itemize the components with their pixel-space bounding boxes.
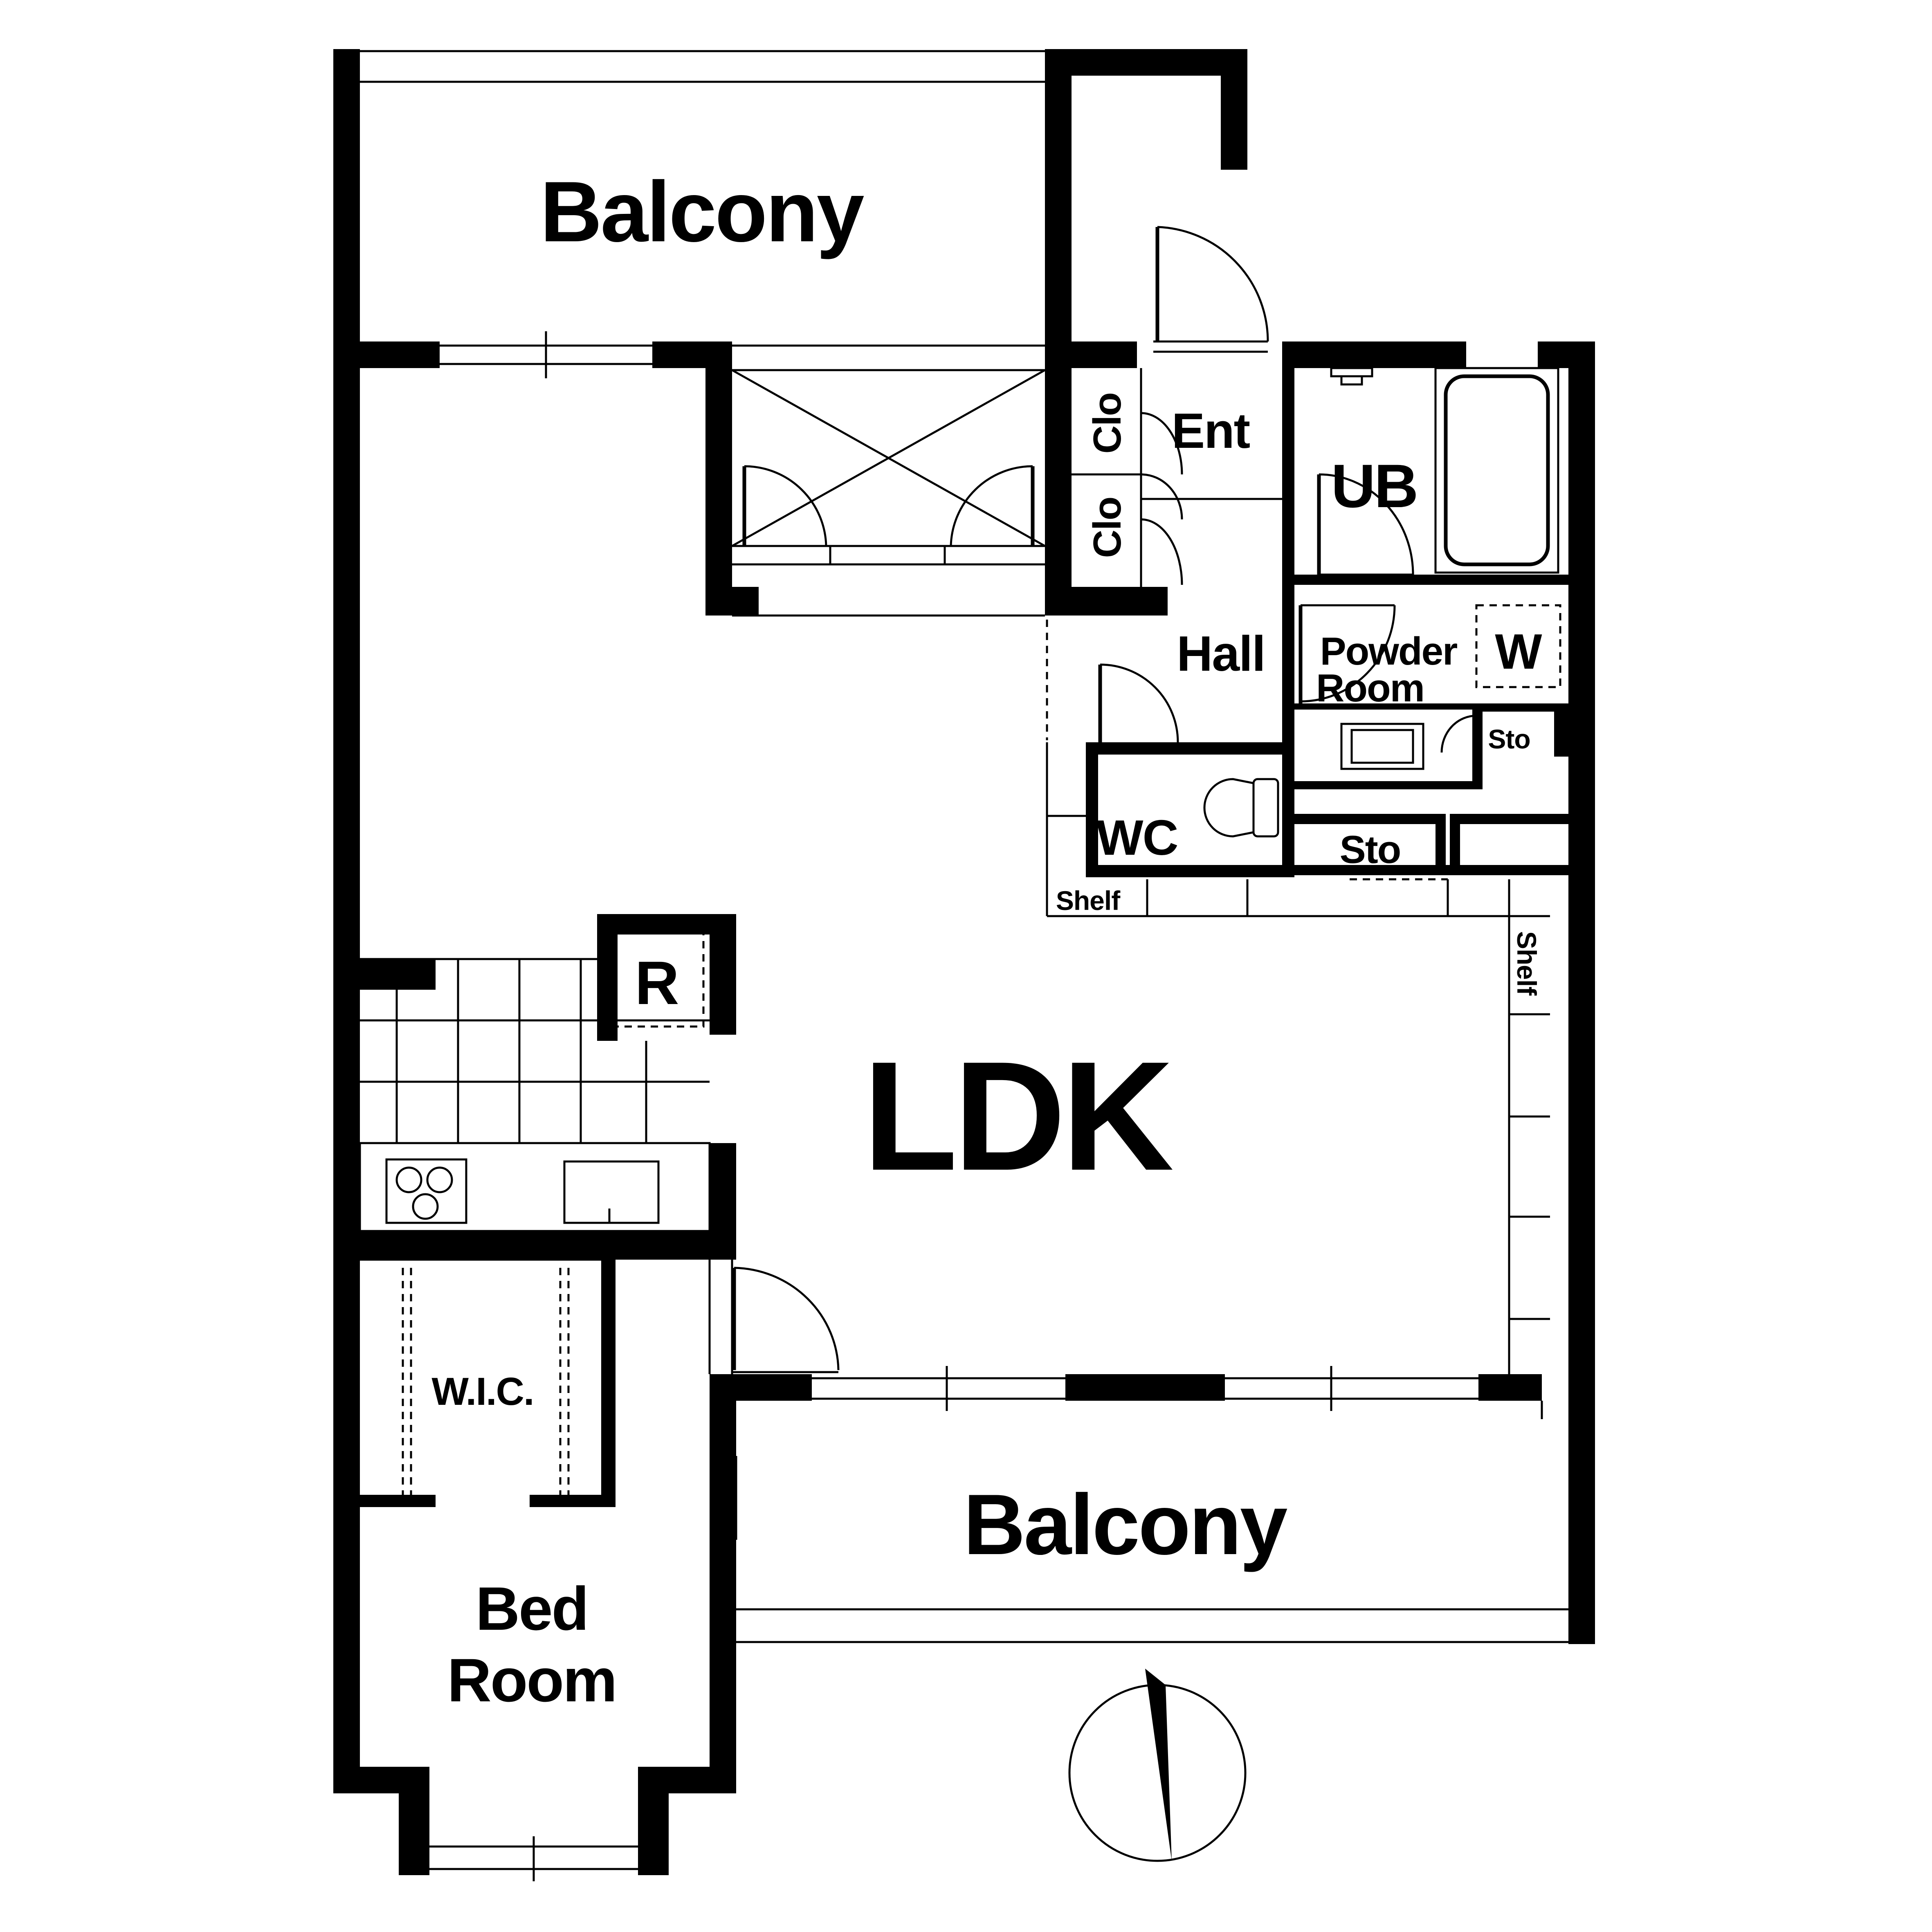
bedroom-label-line1: Bed xyxy=(476,1574,588,1643)
storage-hall-label: Sto xyxy=(1340,828,1401,872)
thin-lines xyxy=(359,50,1568,1881)
doors xyxy=(732,226,1477,1370)
fixtures xyxy=(385,367,1559,1224)
closet-upper-label: Clo xyxy=(1085,393,1129,454)
walls xyxy=(333,49,1595,1875)
powder-room-label-line2: Room xyxy=(1316,666,1424,710)
balcony-top-label: Balcony xyxy=(540,164,864,260)
closet-lower-label: Clo xyxy=(1085,497,1129,558)
powder-room-label-line1: Powder xyxy=(1320,629,1457,673)
labels: Balcony Balcony LDK Ent Clo Clo UB Hall … xyxy=(431,164,1543,1714)
bedroom-label-line2: Room xyxy=(447,1646,616,1714)
toilet-label: WC xyxy=(1096,810,1177,865)
washer-label: W xyxy=(1495,624,1542,679)
walk-in-closet-label: W.I.C. xyxy=(431,1370,533,1413)
dashed-lines xyxy=(402,604,1561,1495)
entrance-label: Ent xyxy=(1172,403,1250,458)
hall-label: Hall xyxy=(1177,626,1265,681)
north-arrow-icon xyxy=(1068,1669,1247,1862)
storage-small-label: Sto xyxy=(1488,724,1530,754)
refrigerator-label: R xyxy=(635,948,678,1017)
shelf-ldk-top-label: Shelf xyxy=(1056,885,1121,916)
shelf-ldk-right-label: Shelf xyxy=(1512,931,1542,996)
balcony-bottom-label: Balcony xyxy=(964,1476,1287,1573)
unit-bath-label: UB xyxy=(1331,452,1418,520)
ldk-label: LDK xyxy=(863,1029,1174,1203)
